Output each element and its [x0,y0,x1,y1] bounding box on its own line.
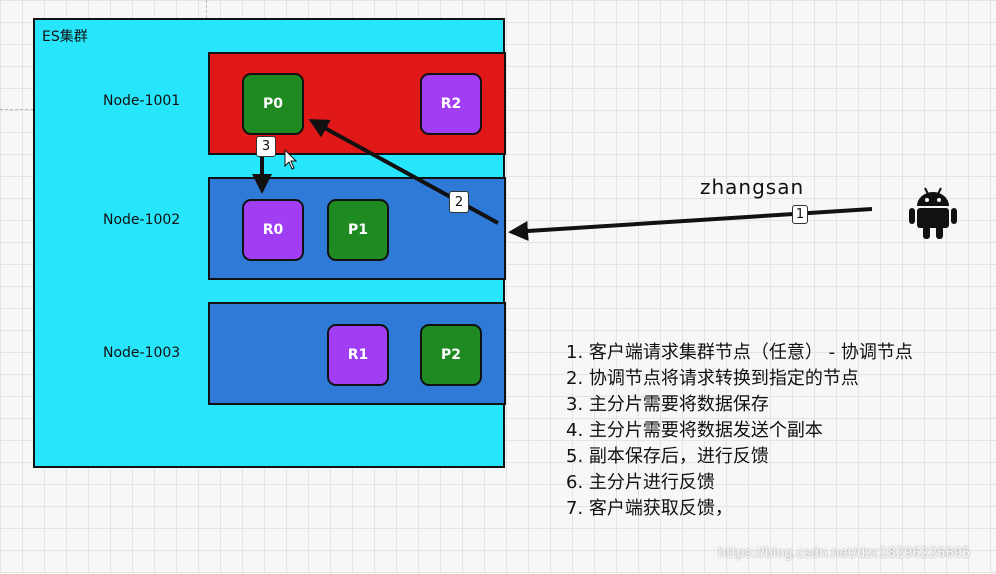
node-1003-box: R1 P2 [208,302,506,405]
step-text: 6. 主分片进行反馈 [566,472,715,493]
step-text: 3. 主分片需要将数据保存 [566,394,769,415]
shard-r0: R0 [242,199,304,261]
mouse-cursor-icon [284,149,298,170]
cluster-title: ES集群 [42,29,88,45]
arrow-client-to-coordinator [508,207,873,241]
node-label-1002: Node-1002 [103,212,181,228]
android-icon [909,187,957,239]
steps-list: 1. 客户端请求集群节点（任意） - 协调节点 2. 协调节点将请求转换到指定的… [566,340,976,522]
node-label-1001: Node-1001 [103,93,181,109]
step-text: 1. 客户端请求集群节点（任意） - 协调节点 [566,342,913,363]
client-label: zhangsan [700,175,805,199]
shard-p1: P1 [327,199,389,261]
step-text: 4. 主分片需要将数据发送个副本 [566,420,823,441]
shard-r1: R1 [327,324,389,386]
node-label-1003: Node-1003 [103,345,181,361]
step-text: 5. 副本保存后，进行反馈 [566,446,769,467]
step-badge-2: 2 [449,191,469,213]
shard-r2: R2 [420,73,482,135]
step-badge-3: 3 [256,136,276,157]
step-text: 7. 客户端获取反馈， [566,498,733,519]
step-text: 2. 协调节点将请求转换到指定的节点 [566,368,859,389]
shard-p0: P0 [242,73,304,135]
step-badge-1: 1 [792,205,808,224]
shard-p2: P2 [420,324,482,386]
watermark: https://blog.csdn.net/dzc18296226695 [718,546,971,561]
node-1001-box: P0 R2 [208,52,506,155]
arrow-coordinator-to-p0 [308,119,499,225]
